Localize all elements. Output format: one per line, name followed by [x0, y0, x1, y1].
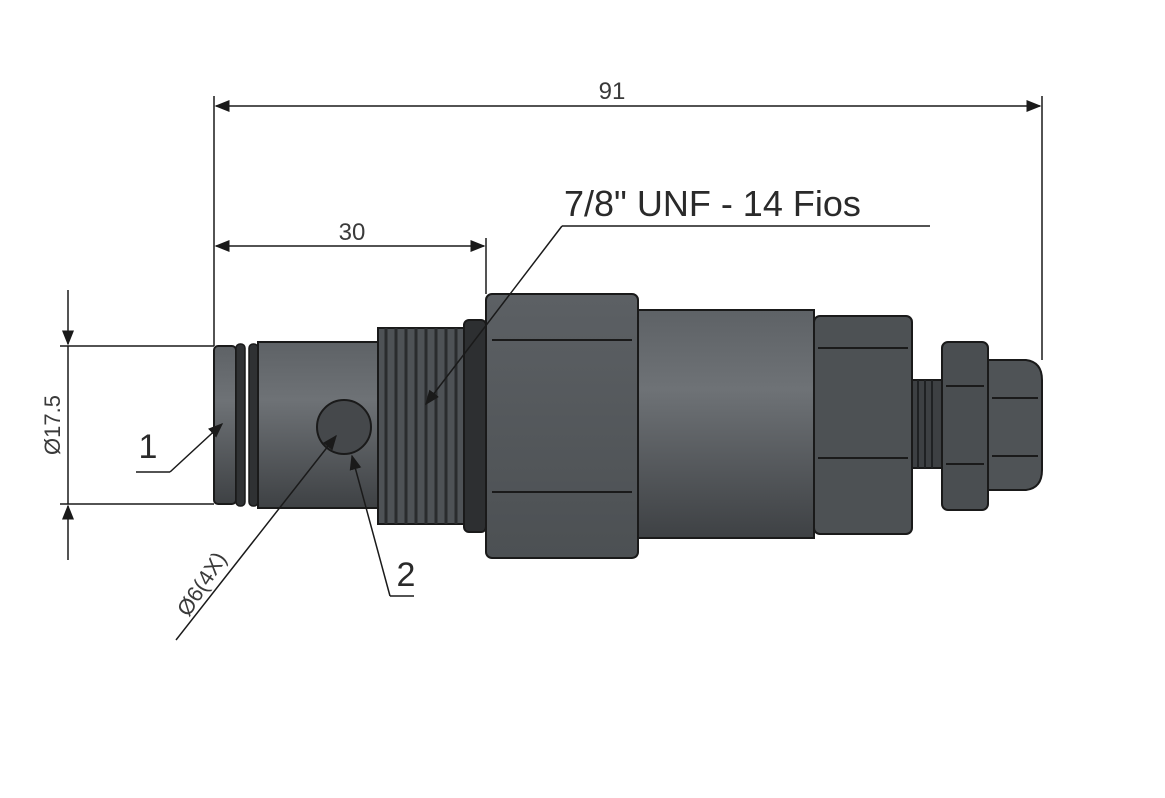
side-port-hole — [316, 399, 372, 455]
acorn-cap — [987, 359, 1043, 491]
overall-length-label: 91 — [599, 78, 626, 105]
o-ring-2 — [248, 343, 259, 507]
thread-section — [377, 327, 465, 525]
thread-callout-label: 7/8" UNF - 14 Fios — [564, 183, 861, 224]
dimension-body-diameter: Ø17.5 — [40, 290, 214, 560]
seal-ring — [463, 319, 487, 533]
o-ring-1 — [235, 343, 246, 507]
adjuster-stem — [911, 379, 943, 469]
spool-nose — [213, 345, 237, 505]
dimension-overall-length: 91 — [213, 78, 1043, 360]
lock-nut — [941, 341, 989, 511]
valve-body — [213, 293, 1043, 559]
thread-callout: 7/8" UNF - 14 Fios — [425, 183, 930, 406]
bonnet — [637, 309, 815, 539]
thread-lines — [384, 328, 458, 524]
balloon-2: 2 — [349, 454, 416, 597]
balloon-1: 1 — [136, 422, 224, 473]
hex-body — [485, 293, 639, 559]
hole-diameter-label: Ø6(4X) — [172, 547, 232, 620]
balloon-2-label: 2 — [397, 556, 416, 594]
body-diameter-label: Ø17.5 — [40, 395, 65, 455]
dimension-shoulder-length: 30 — [214, 219, 487, 294]
shoulder-length-label: 30 — [339, 219, 366, 246]
balloon-1-label: 1 — [139, 428, 158, 466]
